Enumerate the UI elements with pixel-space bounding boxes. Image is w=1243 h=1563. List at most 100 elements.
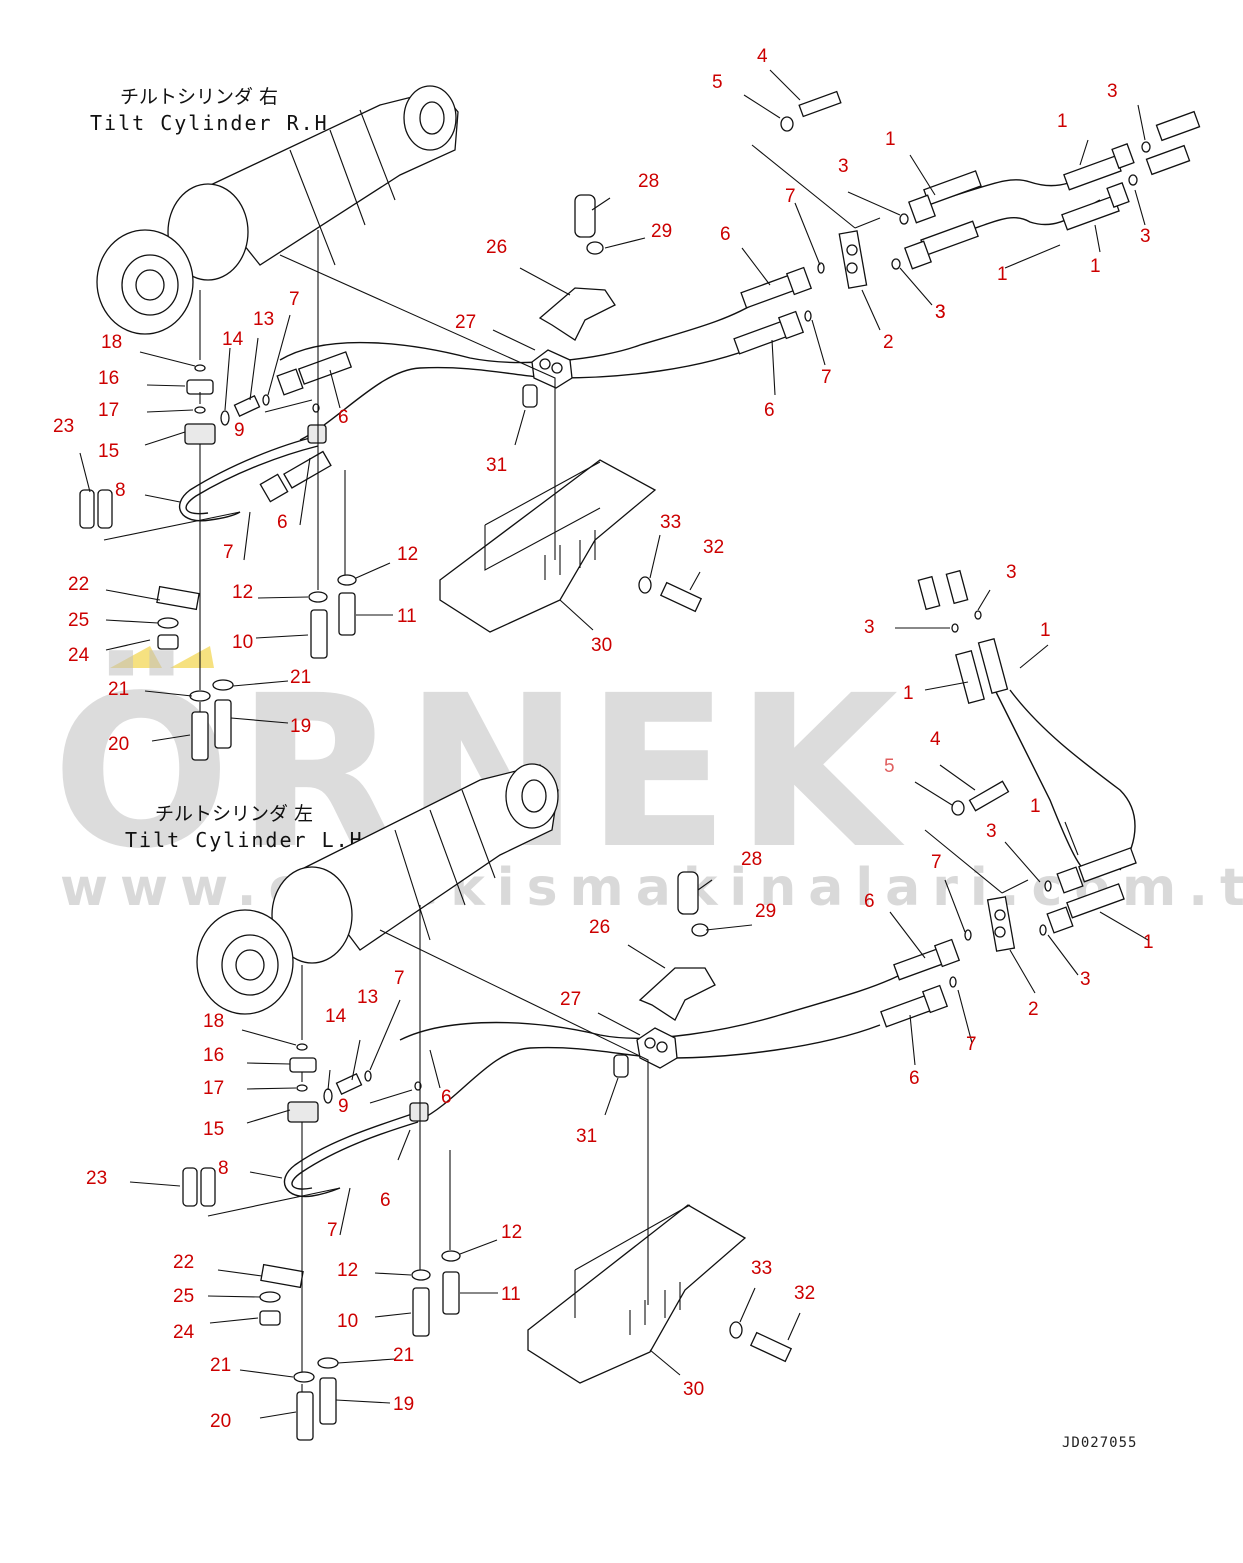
callout-rh-7c: 7 xyxy=(289,289,300,310)
callout-lh-24: 24 xyxy=(173,1322,195,1343)
callout-rh-21b: 21 xyxy=(290,667,311,688)
callout-lh-16: 16 xyxy=(203,1045,224,1066)
rh-hose-main-lower xyxy=(299,344,761,441)
rh-bolt-10 xyxy=(310,609,328,659)
callout-lh-6c: 6 xyxy=(441,1087,452,1108)
rh-hose-fitting-1c xyxy=(1063,143,1135,191)
rh-adapter-2 xyxy=(1145,144,1191,176)
rh-union-23 xyxy=(79,489,95,529)
lh-union-23 xyxy=(182,1167,198,1207)
callout-rh-11: 11 xyxy=(397,606,417,627)
lh-hose-fitting-1a xyxy=(955,638,1009,705)
callout-lh-17: 17 xyxy=(203,1078,224,1099)
callout-lh-21b: 21 xyxy=(393,1345,414,1366)
lh-oring-18 xyxy=(296,1043,308,1051)
callout-rh-25: 25 xyxy=(68,610,89,631)
callout-rh-23: 23 xyxy=(53,416,74,437)
lh-hose-fitting-1c xyxy=(1056,847,1137,894)
callout-lh-33: 33 xyxy=(751,1258,772,1279)
lh-washer-12b xyxy=(441,1250,461,1262)
callout-lh-2: 2 xyxy=(1028,999,1039,1020)
lh-bolt-19 xyxy=(319,1377,337,1425)
callout-lh-9: 9 xyxy=(338,1096,349,1117)
rh-oring-18 xyxy=(194,364,206,372)
callout-rh-29: 29 xyxy=(651,221,672,242)
callout-lh-32: 32 xyxy=(794,1283,815,1304)
callout-rh-26: 26 xyxy=(486,237,507,258)
lh-tube-8 xyxy=(283,1111,419,1198)
callout-rh-1b: 1 xyxy=(885,129,896,150)
callout-lh-6a: 6 xyxy=(864,891,875,912)
rh-bolt-4 xyxy=(798,90,842,118)
rh-washer-29 xyxy=(586,241,604,255)
callout-rh-19: 19 xyxy=(290,716,311,737)
rh-elbow-9 xyxy=(233,395,261,417)
callout-rh-3e: 3 xyxy=(935,302,946,323)
callout-lh-14: 14 xyxy=(325,1006,347,1027)
rh-washer-21a xyxy=(189,690,211,702)
callout-lh-12b: 12 xyxy=(337,1260,358,1281)
lh-bolt-4 xyxy=(968,780,1010,812)
callout-rh-7b: 7 xyxy=(821,367,832,388)
rh-oring-7c xyxy=(262,394,270,406)
lh-washer-29 xyxy=(691,923,709,937)
rh-oring-17 xyxy=(194,406,206,414)
callout-lh-6b: 6 xyxy=(909,1068,920,1089)
rh-washer-25 xyxy=(157,617,179,629)
callout-rh-6d: 6 xyxy=(277,512,288,533)
callout-lh-7b: 7 xyxy=(966,1034,977,1055)
rh-hose-fitting-1d xyxy=(1061,182,1130,231)
callout-lh-18: 18 xyxy=(203,1011,224,1032)
lh-spacer-31 xyxy=(613,1054,629,1078)
lh-bolt-32 xyxy=(749,1331,793,1363)
lh-bolt-11 xyxy=(442,1271,460,1315)
lh-oring-14 xyxy=(323,1088,333,1104)
callout-rh-7a: 7 xyxy=(785,186,796,207)
callout-rh-7d: 7 xyxy=(223,542,234,563)
callout-lh-7c: 7 xyxy=(394,968,405,989)
callout-lh-3d: 3 xyxy=(1080,969,1091,990)
rh-washer-12b xyxy=(337,574,357,586)
rh-assembly xyxy=(79,69,1201,761)
rh-guard-30 xyxy=(439,459,657,633)
callout-lh-1c: 1 xyxy=(1030,796,1041,817)
callout-rh-5: 5 xyxy=(712,72,723,93)
callout-lh-22: 22 xyxy=(173,1252,194,1273)
callout-rh-3d: 3 xyxy=(935,302,946,323)
callout-rh-10: 10 xyxy=(232,632,253,653)
callout-rh-24: 24 xyxy=(68,645,90,666)
rh-adapter-1 xyxy=(1155,110,1201,142)
callout-rh-9: 9 xyxy=(234,420,245,441)
callout-rh-6c: 6 xyxy=(338,407,349,428)
lh-guard-30 xyxy=(527,1204,747,1384)
lh-hose-supply-2 xyxy=(1009,689,1136,871)
callout-rh-27: 27 xyxy=(455,312,476,333)
callout-lh-23: 23 xyxy=(86,1168,107,1189)
callout-lh-4: 4 xyxy=(930,729,941,750)
callout-rh-1a: 1 xyxy=(1057,111,1068,132)
lh-hose-fitting-6b xyxy=(880,984,949,1028)
rh-washer-5 xyxy=(780,116,794,132)
title-lh-english: Tilt Cylinder L.H. xyxy=(125,828,378,852)
callout-rh-3c: 3 xyxy=(1140,226,1151,247)
callout-rh-6a: 6 xyxy=(720,224,731,245)
lh-hose-main-upper xyxy=(399,974,901,1041)
rh-bolt-19 xyxy=(214,699,232,749)
callout-rh-33: 33 xyxy=(660,512,681,533)
callout-rh-32: 32 xyxy=(703,537,724,558)
callout-lh-5: 5 xyxy=(884,756,895,777)
lh-leader-lines xyxy=(129,589,1149,1419)
rh-clamp-22 xyxy=(156,585,200,611)
callout-rh-15: 15 xyxy=(98,441,119,462)
rh-washer-12a xyxy=(308,591,328,603)
callout-lh-28: 28 xyxy=(741,849,762,870)
lh-flange-16 xyxy=(289,1057,317,1073)
callout-rh-31: 31 xyxy=(486,455,507,476)
rh-tube-8 xyxy=(178,435,319,522)
lh-bolt-10 xyxy=(412,1287,430,1337)
callout-lh-1d: 1 xyxy=(1143,932,1154,953)
callout-lh-26: 26 xyxy=(589,917,610,938)
lh-tilt-cylinder xyxy=(196,763,559,1015)
lh-bolt-28 xyxy=(677,871,699,915)
